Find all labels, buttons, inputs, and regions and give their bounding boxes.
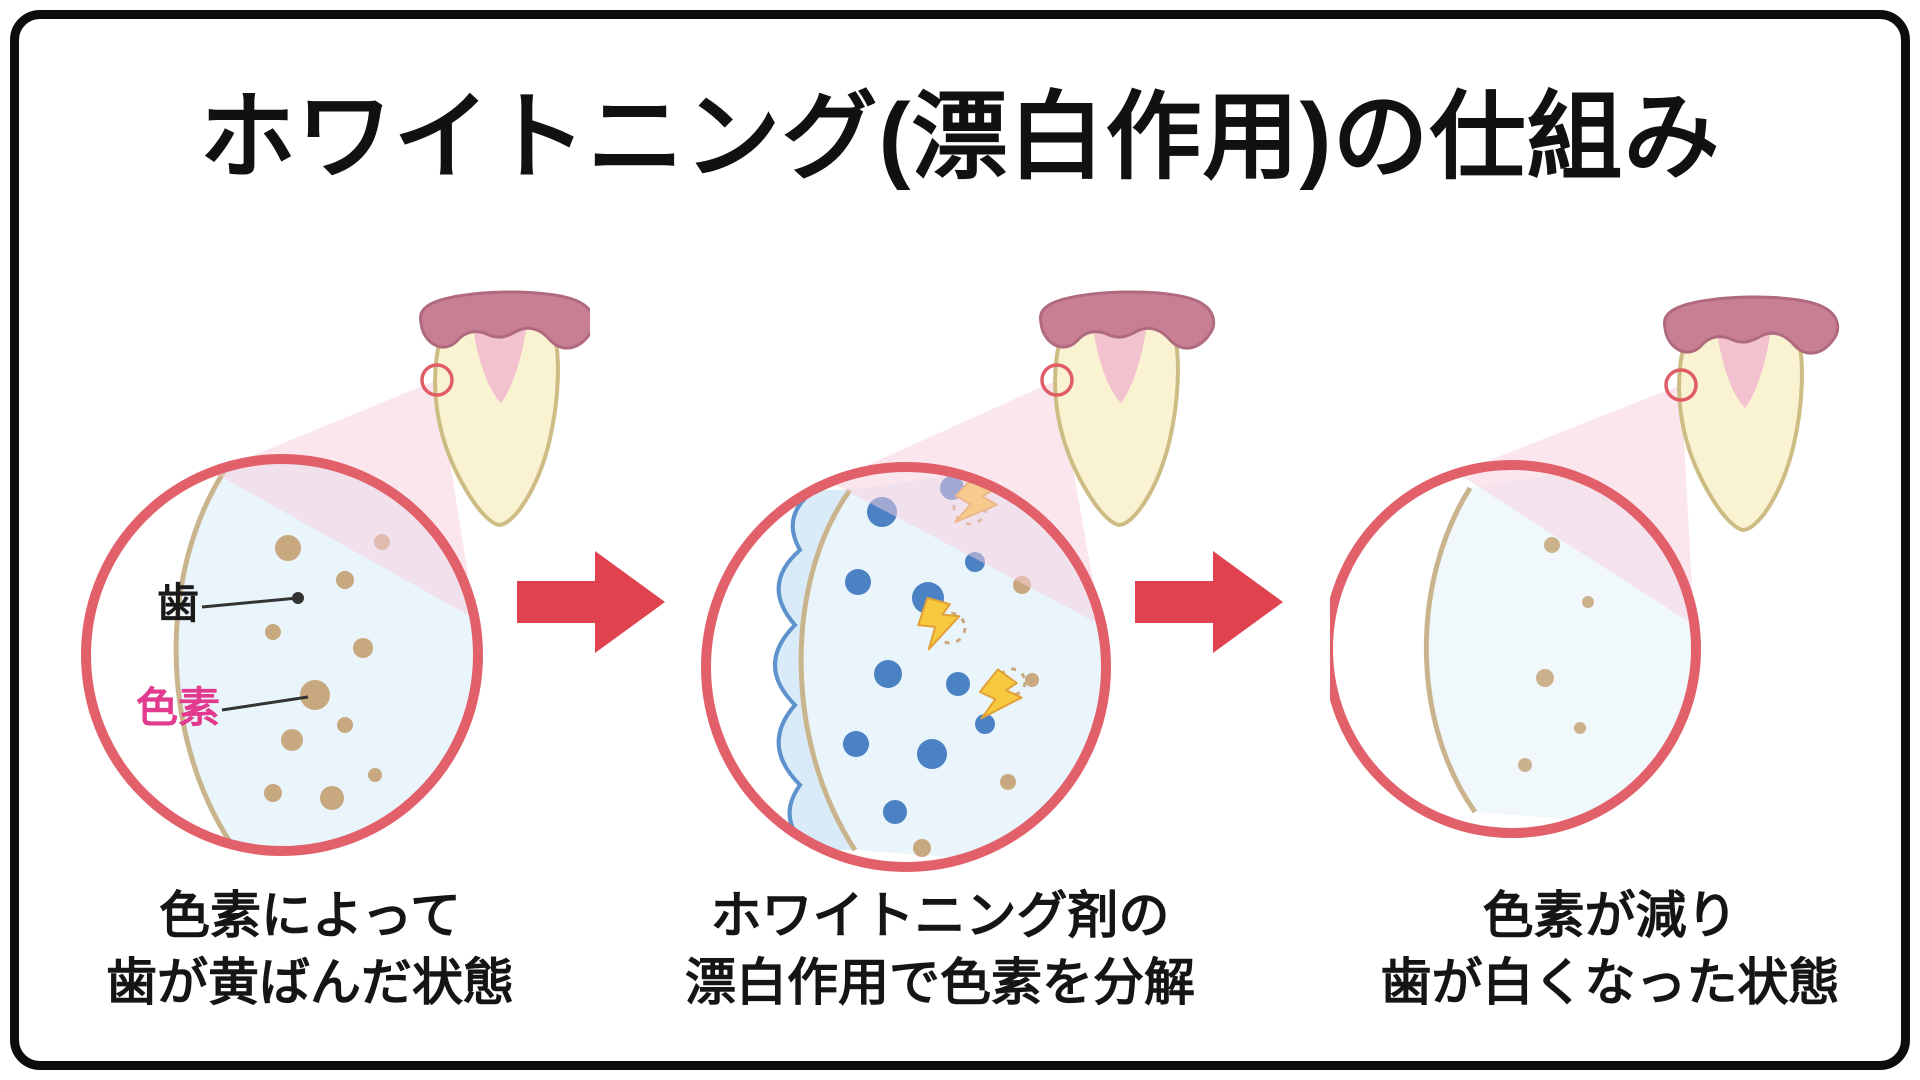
caption-line: 色素によって	[159, 887, 461, 944]
caption-during: ホワイトニング剤の 漂白作用で色素を分解	[660, 882, 1220, 1016]
label-pointer-line	[201, 596, 299, 609]
whitening-gel-edge	[773, 488, 817, 852]
label-pointer-dot	[292, 592, 304, 604]
remaining-pigment-dots	[913, 576, 1039, 857]
reduced-pigment-dots	[1518, 537, 1594, 772]
zoom-cone	[1457, 385, 1694, 625]
pigment-label: 色素	[136, 684, 220, 731]
magnifier-circle	[1330, 460, 1701, 838]
panel-after-illustration	[1330, 294, 1840, 838]
magnifier-circle	[701, 462, 1111, 872]
caption-before: 色素によって 歯が黄ばんだ状態	[30, 882, 590, 1016]
tooth-label: 歯	[157, 580, 199, 627]
enamel-boundary-line	[1423, 486, 1478, 814]
tooth-structure-label: 歯	[157, 580, 304, 627]
zoom-cone	[830, 380, 1101, 625]
caption-line: 歯が白くなった状態	[1380, 954, 1840, 1011]
caption-after: 色素が減り 歯が白くなった状態	[1330, 882, 1890, 1016]
whitening-gel-layer	[775, 490, 855, 850]
zoom-point-marker	[1040, 363, 1074, 397]
panel-during-illustration	[701, 289, 1216, 872]
right-arrow-icon	[517, 551, 665, 653]
whitening-agent-dots	[843, 476, 995, 824]
zoom-point-marker	[420, 363, 454, 397]
label-pointer-line	[221, 695, 309, 712]
pigment-structure-label: 色素	[136, 684, 309, 731]
tooth-icon	[1662, 294, 1840, 532]
enamel-boundary-line	[173, 468, 233, 844]
right-arrow-icon	[1135, 551, 1283, 653]
zoom-point-marker	[1664, 368, 1698, 402]
caption-line: 色素が減り	[1482, 887, 1738, 944]
enamel-boundary-line	[798, 488, 858, 852]
magnifier-circle	[81, 454, 483, 856]
caption-line: 漂白作用で色素を分解	[684, 954, 1195, 1011]
caption-line: 歯が黄ばんだ状態	[105, 954, 514, 1011]
zoom-cone	[213, 380, 475, 619]
panel-before-illustration: 歯 色素	[81, 289, 590, 856]
diagram-title: ホワイトニング(漂白作用)の仕組み	[199, 84, 1721, 191]
caption-line: ホワイトニング剤の	[710, 887, 1170, 944]
